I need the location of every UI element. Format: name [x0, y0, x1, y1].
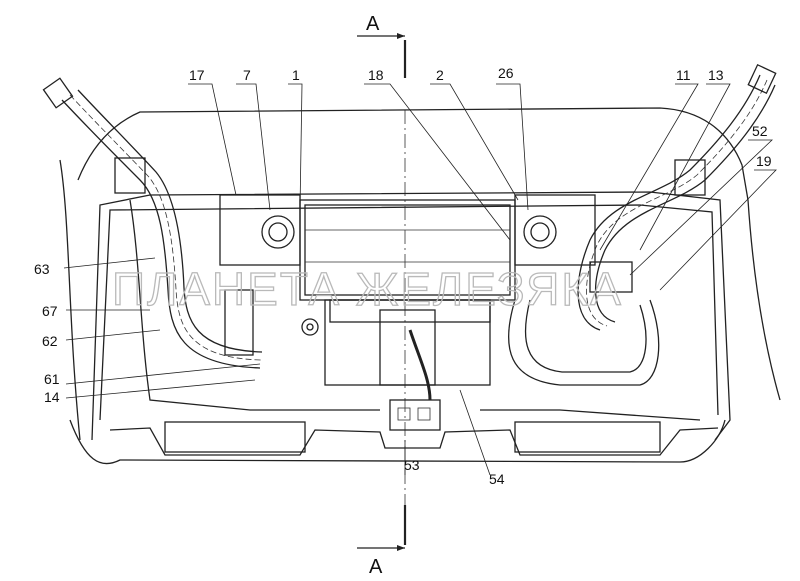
callouts: 17 7 1 18 2 26 11 13 52 19 63 67 62 61 1… — [34, 65, 772, 487]
callout-11: 11 — [676, 67, 691, 83]
callout-19: 19 — [756, 153, 772, 169]
callout-61: 61 — [44, 371, 60, 387]
callout-2: 2 — [436, 67, 444, 83]
callout-54: 54 — [489, 471, 505, 487]
heater-unit — [219, 194, 596, 431]
callout-18: 18 — [368, 67, 384, 83]
section-label-top: A — [366, 13, 380, 35]
callout-7: 7 — [243, 67, 251, 83]
callout-13: 13 — [708, 67, 724, 83]
hoses-right — [480, 63, 777, 421]
hoses-left — [42, 77, 380, 411]
callout-14: 14 — [44, 389, 60, 405]
callout-62: 62 — [42, 333, 58, 349]
watermark: ПЛАНЕТА ЖЕЛЕЗЯКА — [112, 263, 623, 315]
leader-lines — [63, 83, 777, 476]
callout-17: 17 — [189, 67, 205, 83]
callout-67: 67 — [42, 303, 58, 319]
callout-52: 52 — [752, 123, 768, 139]
callout-63: 63 — [34, 261, 50, 277]
callout-53: 53 — [404, 457, 420, 473]
callout-1: 1 — [292, 67, 300, 83]
callout-26: 26 — [498, 65, 514, 81]
cab-outline — [59, 107, 781, 465]
section-label-bottom: A — [369, 556, 383, 578]
